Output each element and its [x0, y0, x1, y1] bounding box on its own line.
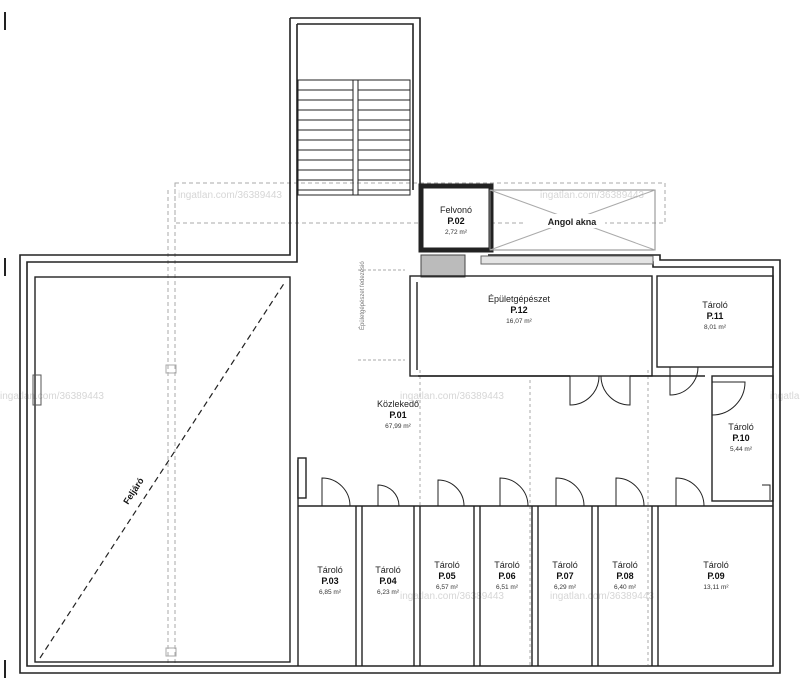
room-area: 6,85 m² [319, 589, 342, 596]
ramp-area: Feljáró [32, 276, 291, 663]
watermark-2: ingatlan.com/36389443 [540, 190, 644, 201]
room-name: Tároló [703, 560, 729, 570]
room-area: 6,40 m² [614, 584, 637, 591]
room-area: 6,51 m² [496, 584, 519, 591]
side-note: Épületgépészet fedezésió [359, 261, 366, 330]
room-area: 16,07 m² [506, 318, 532, 325]
room-name: Tároló [434, 560, 460, 570]
interior-walls [297, 275, 774, 666]
room-elevator [418, 183, 494, 278]
room-code: P.08 [616, 571, 633, 581]
door-swings [321, 366, 771, 507]
room-code: P.07 [556, 571, 573, 581]
room-code: P.10 [732, 433, 749, 443]
room-area: 6,57 m² [436, 584, 459, 591]
watermark-3: ingatlan.com/36389443 [0, 391, 104, 402]
room-name: Közlekedő [377, 399, 419, 409]
light-shaft: Angol akna [480, 189, 656, 265]
room-name: Tároló [612, 560, 638, 570]
light-shaft-label: Angol akna [548, 217, 598, 227]
room-name: Tároló [702, 300, 728, 310]
room-code: P.11 [707, 311, 724, 321]
room-area: 6,29 m² [554, 584, 577, 591]
watermark-5: ingatlan.com/36389443 [400, 591, 504, 602]
room-area: 8,01 m² [704, 324, 727, 331]
room-name: Tároló [494, 560, 520, 570]
watermark-7: ingatlan.com/36389443 [770, 391, 800, 402]
room-code: P.02 [447, 216, 464, 226]
watermarks: ingatlan.com/36389443 ingatlan.com/36389… [0, 190, 800, 602]
room-name: Tároló [552, 560, 578, 570]
room-name: Tároló [317, 565, 343, 575]
room-code: P.04 [379, 576, 396, 586]
room-area: 13,11 m² [703, 584, 729, 591]
room-name: Épületgépészet [488, 294, 551, 304]
room-code: P.12 [510, 305, 527, 315]
room-name: Felvonó [440, 205, 472, 215]
room-code: P.03 [321, 576, 338, 586]
watermark-1: ingatlan.com/36389443 [178, 190, 282, 201]
room-name: Tároló [375, 565, 401, 575]
watermark-4: ingatlan.com/36389443 [400, 391, 504, 402]
room-area: 5,44 m² [730, 446, 753, 453]
room-area: 67,99 m² [385, 423, 411, 430]
watermark-6: ingatlan.com/36389443 [550, 591, 654, 602]
room-area: 6,23 m² [377, 589, 400, 596]
room-code: P.06 [498, 571, 515, 581]
room-code: P.09 [707, 571, 724, 581]
room-name: Tároló [728, 422, 754, 432]
room-area: 2,72 m² [445, 229, 468, 236]
ramp-label: Feljáró [121, 475, 146, 506]
staircase [297, 79, 411, 196]
room-code: P.01 [389, 410, 406, 420]
room-code: P.05 [438, 571, 455, 581]
